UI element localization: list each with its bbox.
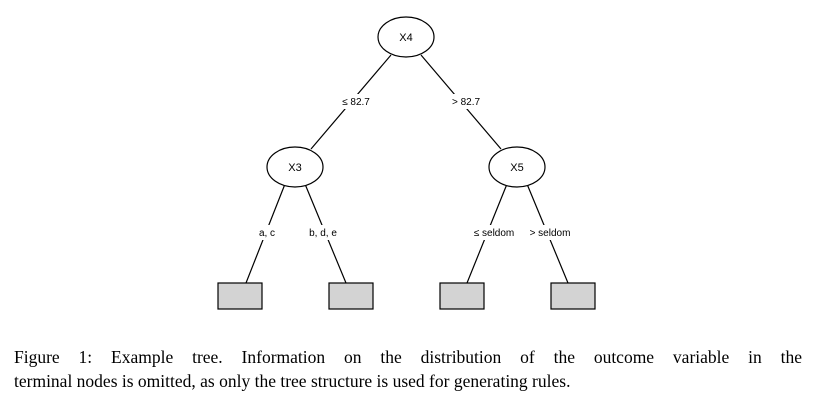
figure-caption: Figure 1: Example tree. Information on t… — [14, 345, 802, 393]
node-left: X3 — [266, 146, 324, 188]
terminal-node-1 — [217, 282, 263, 310]
edge-label-left-leaf1: a, c — [253, 225, 283, 240]
node-root: X4 — [377, 16, 435, 58]
svg-text:X3: X3 — [288, 162, 301, 174]
svg-text:> seldom: > seldom — [530, 228, 571, 239]
tree-diagram: ≤ 82.7 > 82.7 a, c b, d, e ≤ seldom > se… — [217, 16, 596, 310]
edge-label-left-leaf2: b, d, e — [303, 225, 345, 240]
svg-text:b, d, e: b, d, e — [309, 228, 337, 239]
caption-line-2: terminal nodes is omitted, as only the t… — [14, 371, 571, 391]
terminal-node-4 — [550, 282, 596, 310]
svg-text:X5: X5 — [510, 162, 523, 174]
edge-label-root-left: ≤ 82.7 — [335, 94, 377, 109]
svg-text:a, c: a, c — [259, 228, 275, 239]
svg-text:> 82.7: > 82.7 — [452, 97, 481, 108]
edge-label-right-leaf4: > seldom — [523, 225, 577, 240]
terminal-node-2 — [328, 282, 374, 310]
svg-text:≤ seldom: ≤ seldom — [474, 228, 515, 239]
svg-text:X4: X4 — [399, 32, 412, 44]
terminal-node-3 — [439, 282, 485, 310]
node-right: X5 — [488, 146, 546, 188]
svg-text:≤ 82.7: ≤ 82.7 — [342, 97, 370, 108]
edge-label-root-right: > 82.7 — [445, 94, 487, 109]
caption-line-1: Figure 1: Example tree. Information on t… — [14, 347, 802, 367]
edge-label-right-leaf3: ≤ seldom — [467, 225, 521, 240]
